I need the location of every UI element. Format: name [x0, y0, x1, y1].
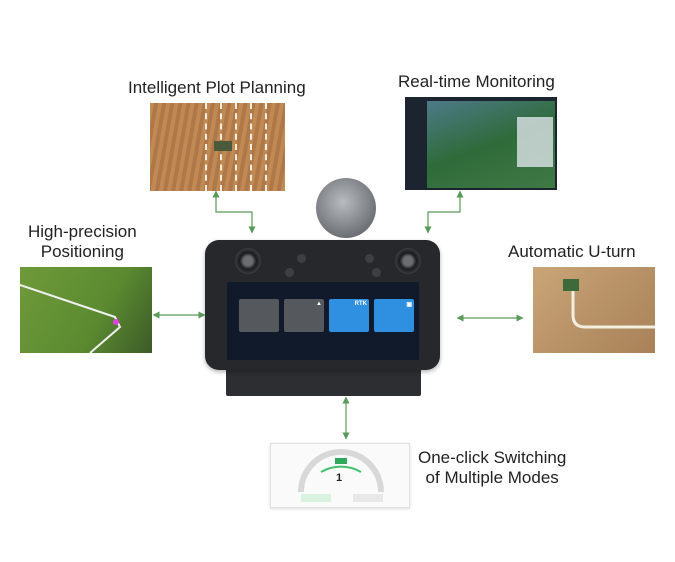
mode-tile-2: ▲ — [284, 299, 324, 332]
label-positioning-line1: High-precision — [28, 222, 137, 241]
label-switching-line2: of Multiple Modes — [425, 468, 559, 487]
label-switching-line1: One-click Switching — [418, 448, 567, 467]
label-positioning-line2: Positioning — [40, 242, 124, 261]
mode-tile-rtk: RTK — [329, 299, 369, 332]
left-joystick — [235, 248, 261, 274]
controller-antenna — [316, 178, 376, 238]
arrow-plot-planning — [212, 190, 256, 234]
controller-button — [365, 254, 374, 263]
mode-tile-1 — [239, 299, 279, 332]
label-monitoring: Real-time Monitoring — [398, 72, 555, 91]
mode-switch-screen-image: 1 — [270, 443, 410, 508]
uturn-image — [533, 267, 655, 353]
controller-button — [297, 254, 306, 263]
right-joystick — [395, 248, 421, 274]
controller-screen: ▲ RTK ▣ — [227, 282, 419, 360]
label-plot-planning: Intelligent Plot Planning — [128, 78, 306, 97]
mode-value: 1 — [336, 472, 343, 484]
arrow-monitoring — [424, 190, 464, 234]
mode-tile-4: ▣ — [374, 299, 414, 332]
remote-controller: ▲ RTK ▣ — [205, 240, 440, 370]
monitoring-image — [405, 97, 557, 190]
label-positioning: High-precision Positioning — [28, 222, 137, 262]
power-button — [372, 268, 381, 277]
positioning-image — [20, 267, 152, 353]
plot-planning-image — [150, 103, 285, 191]
label-switching: One-click Switching of Multiple Modes — [418, 448, 566, 488]
controller-button — [285, 268, 294, 277]
label-uturn: Automatic U-turn — [508, 242, 636, 261]
